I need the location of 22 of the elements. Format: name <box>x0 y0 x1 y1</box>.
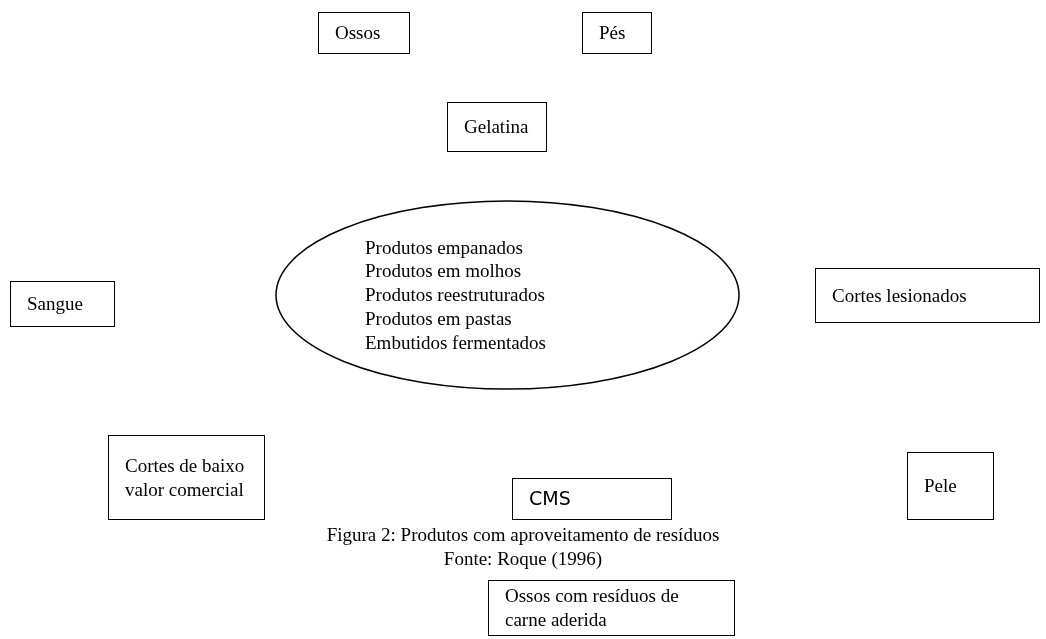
item-text: Pés <box>599 21 626 45</box>
product-ellipse <box>275 200 740 390</box>
item-text: Pele <box>924 474 957 498</box>
item-box <box>907 452 994 520</box>
item-text: Cortes lesionados <box>832 283 967 308</box>
item-text: Gelatina <box>464 115 529 139</box>
item-text: Sangue <box>27 292 83 316</box>
item-box <box>512 478 672 520</box>
item-box <box>815 268 1040 323</box>
item-text: CMS <box>529 487 571 511</box>
item-text: Produtos empanados Produtos em molhos Produtos reestruturados Produtos em pastas Embutidos fermentados <box>365 235 547 355</box>
item-box <box>582 12 652 54</box>
item-box <box>447 102 547 152</box>
figure-caption: Figura 2: Produtos com aproveitamento de resíduos <box>326 524 720 546</box>
item-box <box>10 281 115 327</box>
source-note: Fonte: Roque (1996) <box>443 548 603 570</box>
item-text: Ossos <box>335 21 381 45</box>
item-box <box>488 580 735 636</box>
item-text: Ossos com resíduos de carne aderida <box>505 584 680 632</box>
item-box <box>108 435 265 520</box>
item-text: Cortes de baixo valor comercial <box>125 453 246 502</box>
item-box <box>318 12 410 54</box>
